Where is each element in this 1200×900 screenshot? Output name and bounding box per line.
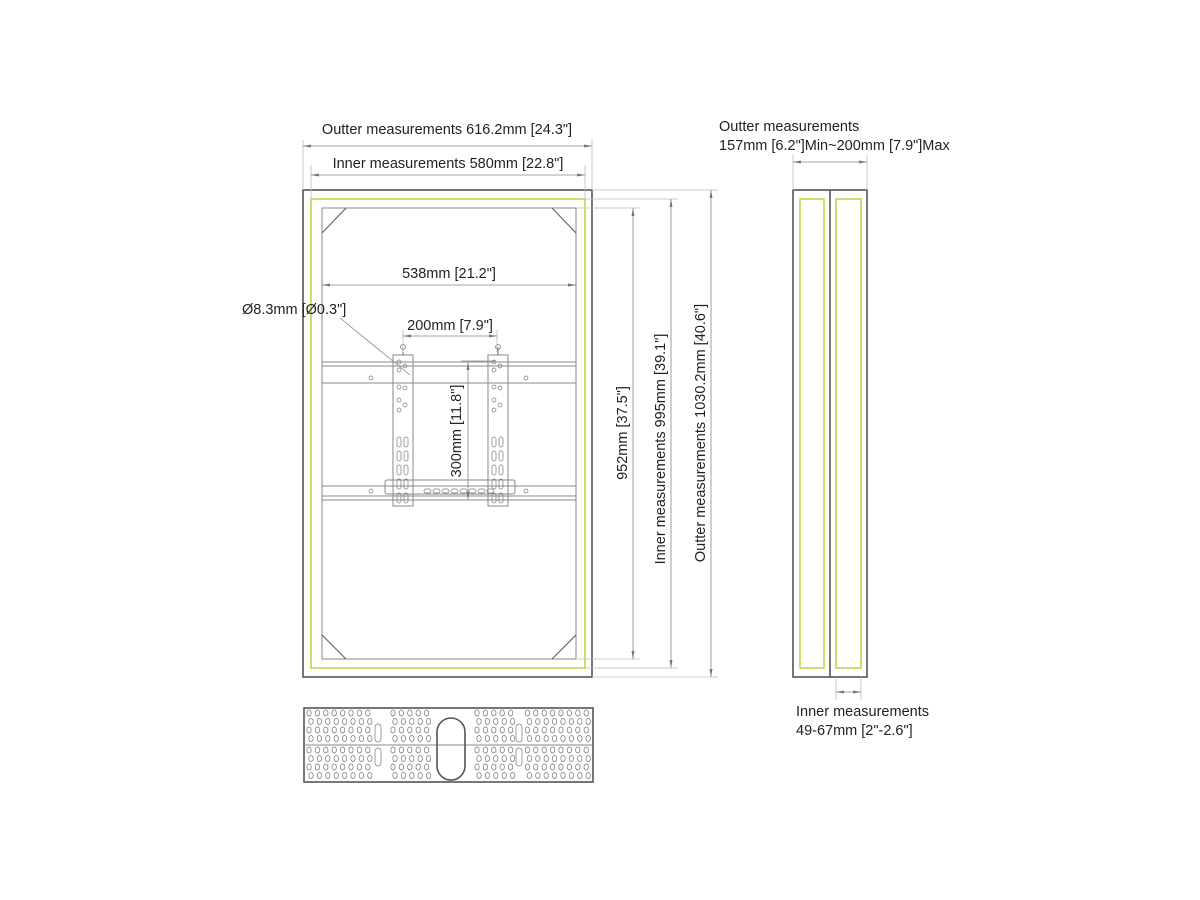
mount-brackets (392, 344, 509, 507)
vesa-vertical-label: 300mm [11.8"] (449, 385, 465, 478)
vesa-horizontal-label: 200mm [7.9"] (407, 318, 493, 334)
outer-height-label: Outter measurements 1030.2mm [40.6"] (693, 304, 709, 562)
perforated-plate (303, 707, 594, 783)
inner-opening (310, 198, 586, 669)
outer-depth-value: 157mm [6.2"]Min~200mm [7.9"]Max (719, 138, 950, 154)
vesa-bracket (487, 344, 509, 507)
vesa-bracket (392, 344, 414, 507)
inner-width-label: Inner measurements 580mm [22.8"] (333, 156, 564, 172)
inner-height-label: Inner measurements 995mm [39.1"] (653, 334, 669, 565)
rail-height-label: 952mm [37.5"] (615, 386, 631, 480)
outer-width-label: Outter measurements 616.2mm [24.3"] (322, 122, 572, 138)
outer-depth-title: Outter measurements (719, 119, 859, 135)
inner-depth-title: Inner measurements (796, 704, 929, 720)
rail-width-label: 538mm [21.2"] (402, 266, 496, 282)
side-view: Outter measurements 157mm [6.2"]Min~200m… (719, 119, 950, 739)
horizontal-rails (321, 361, 577, 501)
outer-frame (302, 189, 593, 678)
front-view: Outter measurements 616.2mm [24.3"] Inne… (242, 122, 718, 678)
inner-depth-value: 49-67mm [2"-2.6"] (796, 723, 913, 739)
mount-panel (321, 207, 577, 660)
hole-diameter-label: Ø8.3mm [Ø0.3"] (242, 302, 346, 318)
dimension-lines (302, 140, 718, 678)
corner-braces (321, 207, 577, 660)
